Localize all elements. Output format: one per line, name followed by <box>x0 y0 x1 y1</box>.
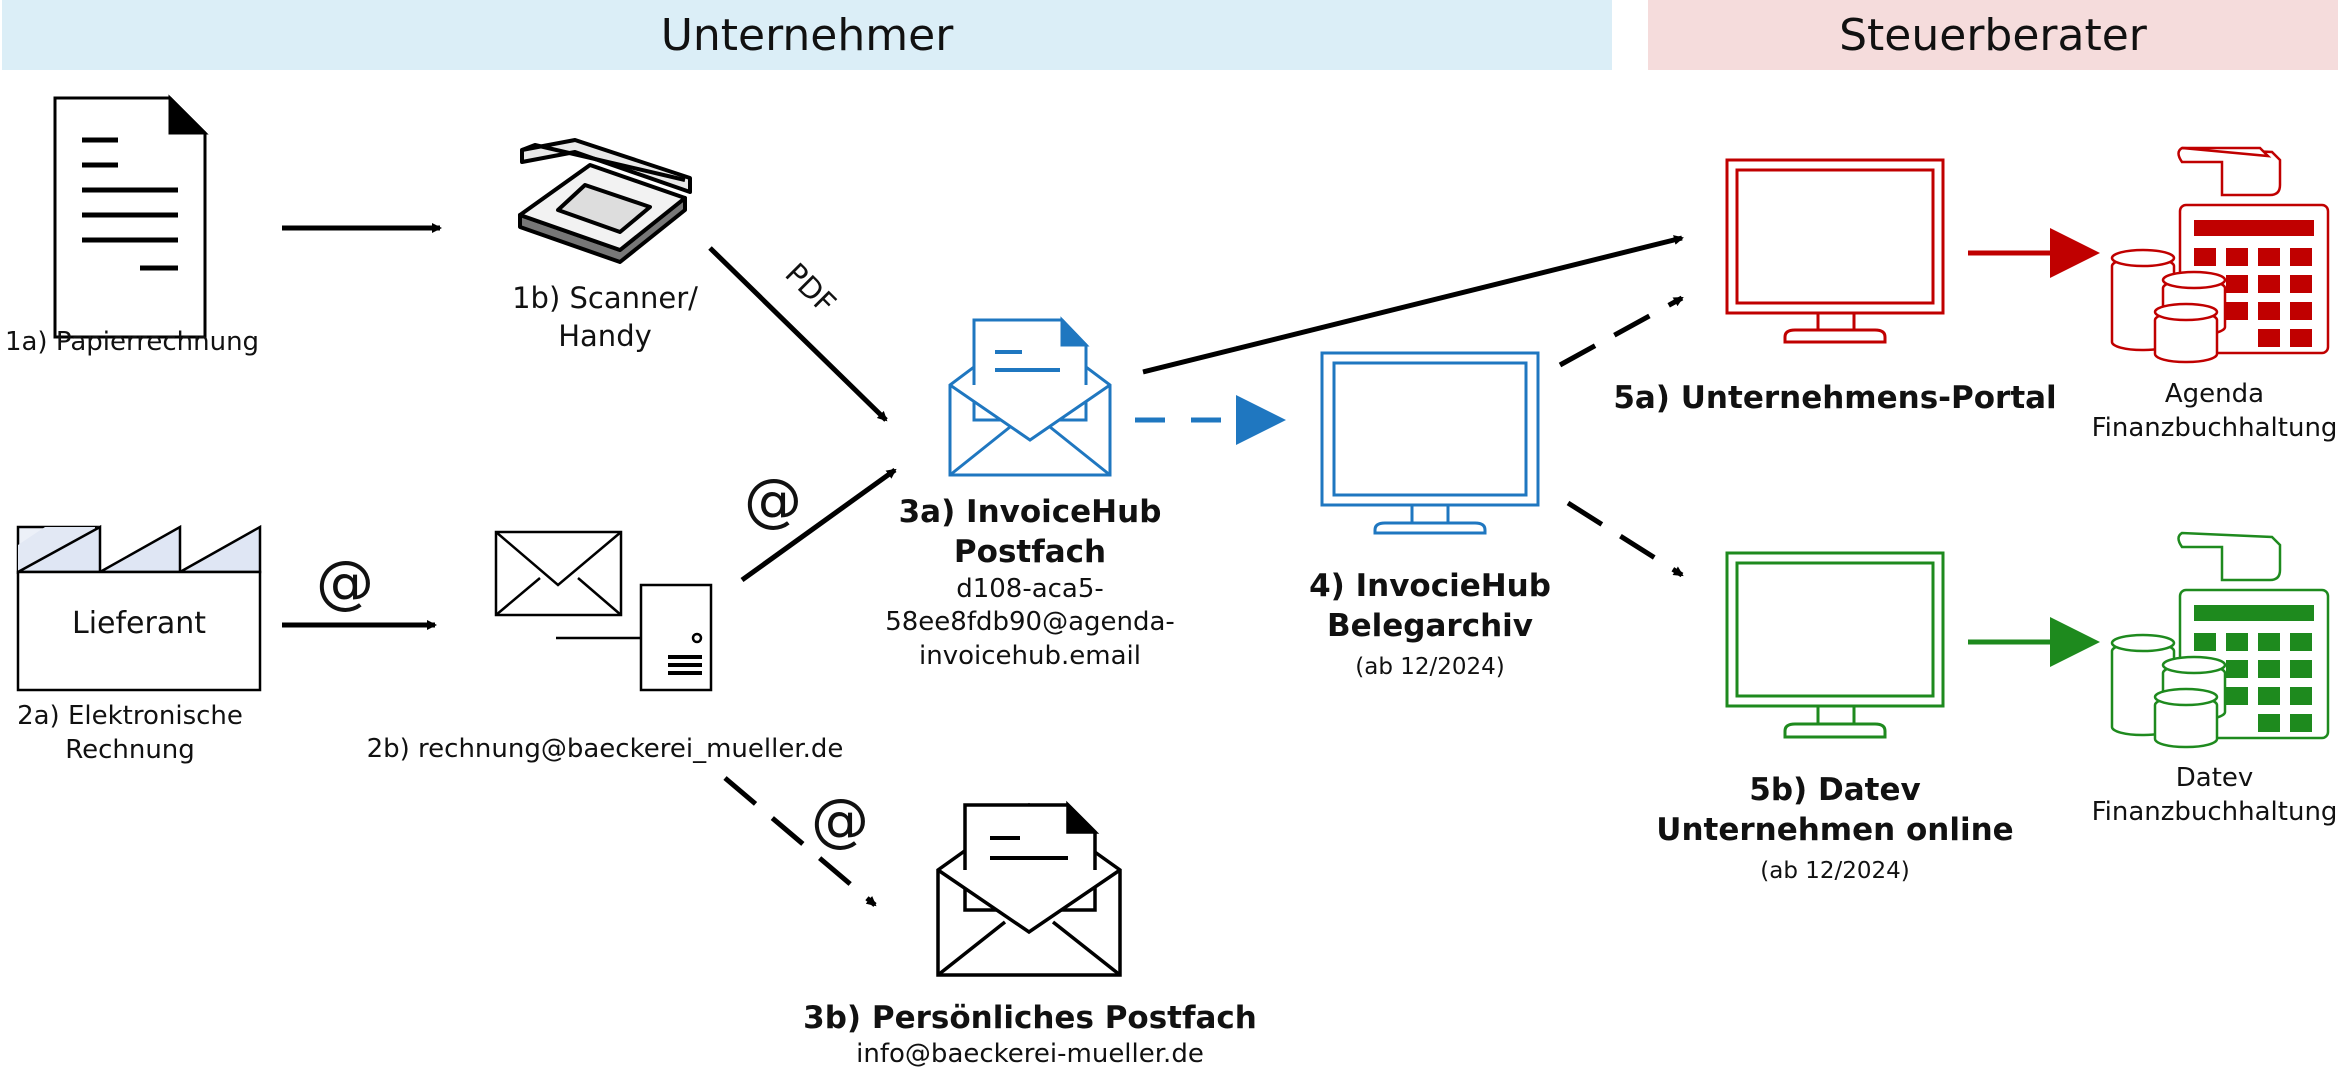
invoicehub-addr-line1: d108-aca5- <box>956 573 1104 604</box>
archive-monitor-icon <box>1320 351 1540 535</box>
label-at-personal: @ <box>811 786 869 854</box>
label-supplier-line1: 2a) Elektronische <box>17 701 243 731</box>
label-papierrechnung: 1a) Papierrechnung <box>4 327 260 357</box>
datev-monitor-icon <box>1725 551 1945 739</box>
label-mail-server: 2b) rechnung@baeckerei_mueller.de <box>366 734 844 764</box>
label-datev-fibu: Datev Finanzbuchhaltung <box>2090 762 2339 830</box>
factory-icon <box>16 524 262 692</box>
agenda-accounting-icon <box>2110 146 2330 364</box>
label-scanner-line2: Handy <box>558 318 652 353</box>
personal-mail-icon <box>936 800 1122 977</box>
personal-addr: info@baeckerei-mueller.de <box>856 1039 1204 1070</box>
invoicehub-title-line1: 3a) InvoiceHub <box>898 494 1162 530</box>
invoicehub-title-line2: Postfach <box>953 534 1107 571</box>
agenda-fibu-line1: Agenda <box>2164 379 2265 409</box>
invoicehub-addr-line2: 58ee8fdb90@agenda- <box>885 607 1175 638</box>
supplier-box-text: Lieferant <box>71 606 207 641</box>
scanner-icon <box>518 138 692 264</box>
arrow-archive-to-datev <box>1566 500 1684 578</box>
label-supplier: 2a) Elektronische Rechnung <box>0 700 260 768</box>
datev-fibu-line1: Datev <box>2175 763 2254 793</box>
datev-note: (ab 12/2024) <box>1760 857 1910 884</box>
label-supplier-line2: Rechnung <box>65 734 195 765</box>
archive-title-line1: 4) InvocieHub <box>1309 568 1551 604</box>
archive-note: (ab 12/2024) <box>1355 653 1505 680</box>
datev-title-line1: 5b) Datev <box>1749 772 1921 808</box>
datev-fibu-line2: Finanzbuchhaltung <box>2091 796 2338 827</box>
agenda-fibu-line2: Finanzbuchhaltung <box>2091 412 2338 443</box>
invoicehub-addr-line3: invoicehub.email <box>919 641 1141 672</box>
label-archive: 4) InvocieHub Belegarchiv (ab 12/2024) <box>1280 566 1580 682</box>
arrow-archive-to-portal <box>1558 295 1684 368</box>
label-at-server: @ <box>744 466 802 534</box>
personal-title: 3b) Persönliches Postfach <box>803 1000 1257 1036</box>
arrow-server-to-invoicehub <box>740 467 897 583</box>
paper-document-icon <box>53 94 209 339</box>
invoicehub-mail-icon <box>948 316 1112 477</box>
email-server-icon <box>494 530 713 692</box>
label-scanner-line1: 1b) Scanner/ <box>512 281 698 315</box>
portal-monitor-icon <box>1725 158 1945 344</box>
arrow-server-to-personal <box>723 776 877 907</box>
archive-title-line2: Belegarchiv <box>1327 608 1533 645</box>
label-personal-inbox: 3b) Persönliches Postfach info@baeckerei… <box>790 998 1270 1072</box>
arrow-scanner-to-invoicehub <box>708 246 888 422</box>
label-datev: 5b) Datev Unternehmen online (ab 12/2024… <box>1640 770 2030 886</box>
label-at-supplier: @ <box>316 548 374 616</box>
label-invoicehub-inbox: 3a) InvoiceHub Postfach d108-aca5- 58ee8… <box>850 492 1210 674</box>
header-unternehmer: Unternehmer <box>2 0 1612 70</box>
datev-title-line2: Unternehmen online <box>1656 812 2014 849</box>
datev-accounting-icon <box>2110 531 2330 749</box>
label-agenda-fibu: Agenda Finanzbuchhaltung <box>2090 378 2339 446</box>
header-steuerberater: Steuerberater <box>1648 0 2338 70</box>
label-portal: 5a) Unternehmens-Portal <box>1613 380 2057 416</box>
label-scanner: 1b) Scanner/ Handy <box>470 280 740 355</box>
arrow-invoicehub-to-portal <box>1142 235 1684 375</box>
